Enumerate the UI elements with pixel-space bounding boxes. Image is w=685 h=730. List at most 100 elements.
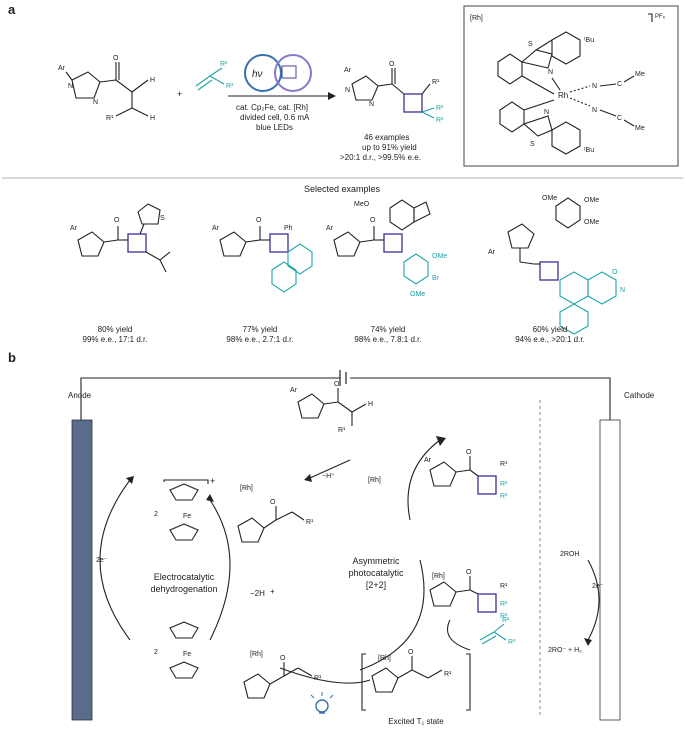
svg-text:Fe: Fe: [183, 651, 191, 658]
svg-text:MeO: MeO: [354, 201, 370, 208]
rh-counterion: PF₆: [655, 14, 666, 20]
svg-text:H: H: [150, 77, 155, 84]
example-4-structure: Ar OMe OMe OMe O N: [488, 195, 625, 335]
svg-text:N: N: [548, 69, 553, 76]
alkene-b: R² R³: [479, 617, 516, 646]
svg-text:[Rh]: [Rh]: [250, 651, 263, 658]
svg-text:Ar: Ar: [424, 457, 432, 464]
svg-text:[Rh]: [Rh]: [378, 655, 391, 662]
example-3-caption: 74% yield 98% e.e., 7.8:1 d.r.: [354, 325, 421, 344]
svg-text:R²: R²: [500, 481, 508, 488]
svg-text:+: +: [270, 587, 275, 596]
result-line-1: 46 examples: [364, 133, 409, 142]
svg-text:O: O: [270, 499, 276, 506]
two-e-right: 2e⁻: [592, 583, 604, 590]
svg-text:O: O: [389, 61, 395, 68]
example-3-structure: Ar O MeO OMe Br OMe: [326, 199, 447, 298]
svg-text:R¹: R¹: [432, 79, 440, 86]
svg-text:R³: R³: [508, 639, 516, 646]
svg-text:Br: Br: [432, 275, 440, 282]
svg-text:N: N: [592, 83, 597, 90]
svg-text:R¹: R¹: [500, 583, 508, 590]
svg-text:R²: R²: [502, 617, 510, 624]
svg-text:Ar: Ar: [488, 249, 496, 256]
svg-text:Ar: Ar: [344, 67, 352, 74]
panel-b-label: b: [8, 350, 16, 365]
svg-text:80% yield: 80% yield: [98, 325, 133, 334]
svg-text:77% yield: 77% yield: [243, 325, 278, 334]
cathode-electrode: [599, 419, 621, 721]
rh-release-label: [Rh]: [368, 477, 381, 484]
starting-ketone-b: Ar O H R¹: [290, 381, 373, 434]
rh-enolate-intermediate: [Rh] O R¹: [237, 485, 314, 543]
minus-h-label: −H⁺: [322, 473, 335, 480]
svg-text:N: N: [620, 287, 625, 294]
svg-text:O: O: [114, 217, 120, 224]
example-2-caption: 77% yield 98% e.e., 2.7:1 d.r.: [226, 325, 293, 344]
svg-text:O: O: [280, 655, 286, 662]
svg-text:Fe: Fe: [183, 513, 191, 520]
svg-text:OMe: OMe: [410, 291, 425, 298]
svg-text:R²: R²: [220, 61, 228, 68]
svg-text:R¹: R¹: [444, 671, 452, 678]
anode-arc: [99, 479, 131, 641]
svg-text:ᵗBu: ᵗBu: [584, 147, 594, 154]
svg-text:2: 2: [154, 649, 158, 656]
product-cyclobutane: Ar N N O R¹ R² R³: [344, 61, 444, 124]
svg-text:O: O: [113, 55, 119, 62]
svg-text:C: C: [617, 115, 622, 122]
fc-arc: [209, 499, 231, 641]
svg-text:O: O: [334, 381, 340, 388]
photo-label-2: photocatalytic: [348, 568, 404, 578]
example-2-structure: Ar O Ph: [212, 217, 313, 293]
svg-text:O: O: [612, 269, 618, 276]
svg-text:74% yield: 74% yield: [371, 325, 406, 334]
svg-text:R¹: R¹: [500, 461, 508, 468]
example-1-caption: 80% yield 99% e.e., 17:1 d.r.: [83, 325, 148, 344]
svg-text:O: O: [256, 217, 262, 224]
result-line-3: >20:1 d.r., >99.5% e.e.: [340, 153, 421, 162]
product-b: Ar O R¹ R² R³: [424, 449, 508, 500]
svg-text:Ph: Ph: [284, 225, 293, 232]
rh-box-label: [Rh]: [470, 15, 483, 22]
svg-text:OMe: OMe: [584, 219, 599, 226]
svg-text:Ar: Ar: [58, 65, 66, 72]
svg-text:O: O: [466, 449, 472, 456]
ferrocene: Fe 2: [154, 621, 199, 679]
svg-text:N: N: [93, 99, 98, 106]
svg-text:R¹: R¹: [338, 427, 346, 434]
two-e-left: 2e⁻: [96, 557, 108, 564]
rh-bound-product: [Rh] O R¹ R² R³: [429, 569, 508, 620]
ferrocenium: Fe 2 +: [154, 476, 215, 541]
svg-text:[Rh]: [Rh]: [240, 485, 253, 492]
substrate-ketone: Ar N N O H H R¹: [58, 55, 155, 122]
anode-label: Anode: [68, 391, 92, 400]
svg-text:R³: R³: [436, 117, 444, 124]
svg-text:N: N: [369, 101, 374, 108]
svg-text:OMe: OMe: [584, 197, 599, 204]
svg-text:S: S: [528, 41, 533, 48]
svg-text:Ar: Ar: [70, 225, 78, 232]
svg-text:C: C: [617, 81, 622, 88]
svg-text:OMe: OMe: [432, 253, 447, 260]
deprotonation-arrow: [309, 459, 351, 479]
anode-electrode: [71, 419, 93, 721]
svg-text:R¹: R¹: [106, 115, 114, 122]
alkene-addition-arrow: [446, 619, 471, 651]
svg-text:60% yield: 60% yield: [533, 325, 568, 334]
rh-enone-complex: [Rh] O R¹: [243, 651, 322, 699]
selected-examples-title: Selected examples: [304, 184, 381, 194]
svg-text:O: O: [370, 217, 376, 224]
svg-text:R²: R²: [436, 105, 444, 112]
example-4-caption: 60% yield 94% e.e., >20:1 d.r.: [515, 325, 585, 344]
alkene-substrate: R² R³: [195, 61, 234, 91]
svg-text:S: S: [530, 141, 535, 148]
svg-text:94% e.e., >20:1 d.r.: 94% e.e., >20:1 d.r.: [515, 335, 585, 344]
excited-state-bracket: [Rh] O R¹: [361, 649, 471, 711]
light-bulb-icon: [310, 692, 334, 714]
svg-text:R¹: R¹: [314, 675, 322, 682]
svg-text:S: S: [160, 215, 165, 222]
svg-text:Ar: Ar: [326, 225, 334, 232]
conditions-line-1: cat. Cp₂Fe, cat. [Rh]: [236, 103, 308, 112]
